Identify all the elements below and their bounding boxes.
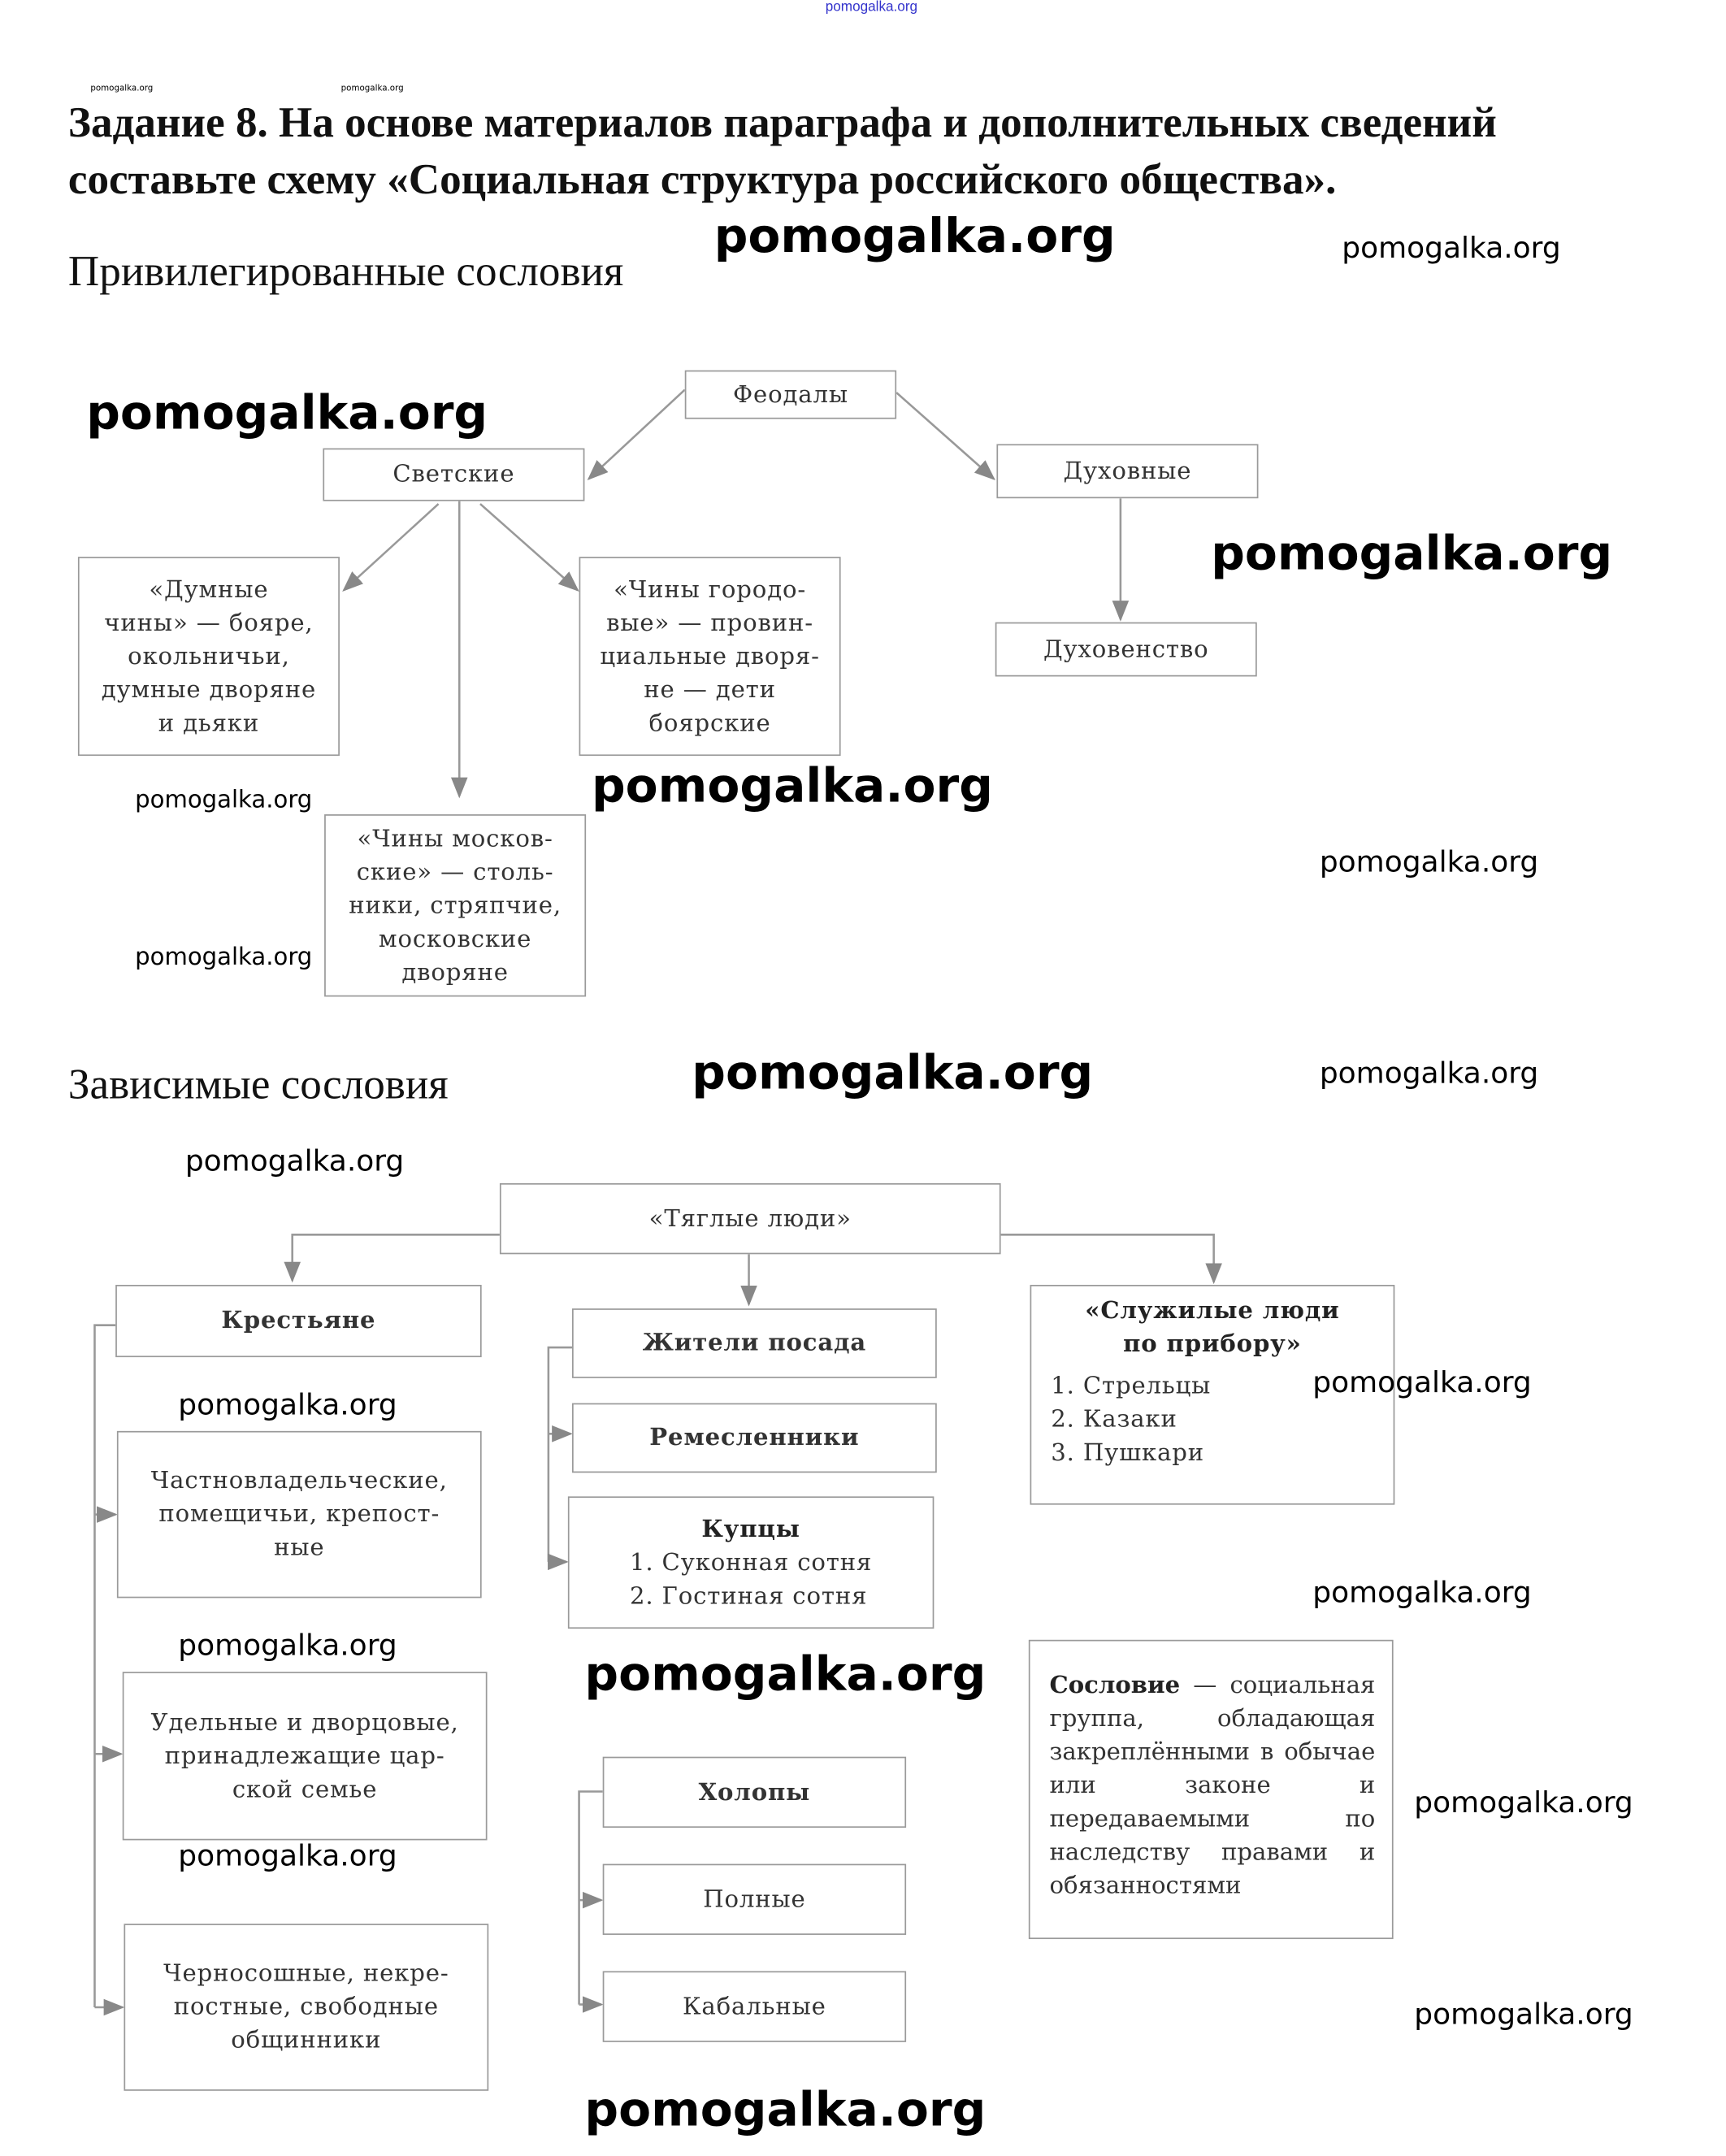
- watermark: pomogalka.org: [1312, 1365, 1532, 1399]
- task-line-2: составьте схему «Социальная структура ро…: [67, 154, 1337, 204]
- box-private-peasants: Частновладельческие, помещичьи, крепост-…: [116, 1430, 482, 1599]
- watermark: pomogalka.org: [135, 944, 313, 972]
- box-peasants: Крестьяне: [115, 1285, 482, 1358]
- watermark: pomogalka.org: [178, 1629, 397, 1663]
- watermark: pomogalka.org: [1342, 231, 1561, 265]
- box-definition: Сословие — социальная группа, обладающая…: [1028, 1639, 1394, 1940]
- merchants-list: 1. Суконная сотня 2. Гостиная сотня: [629, 1548, 873, 1610]
- watermark: pomogalka.org: [713, 208, 1116, 265]
- definition-text: — социальная группа, обладающая закреплё…: [1049, 1672, 1376, 1901]
- box-spiritual: Духовные: [996, 444, 1259, 499]
- watermark: pomogalka.org: [1312, 1576, 1532, 1610]
- box-black-peasants: Черносошные, некре- постные, свободные о…: [124, 1924, 489, 2091]
- watermark: pomogalka.org: [692, 1045, 1094, 1101]
- section-privileged: Привилегированные сословия: [67, 246, 624, 296]
- watermark: pomogalka.org: [591, 758, 993, 815]
- watermark: pomogalka.org: [1319, 1056, 1539, 1091]
- watermark: pomogalka.org: [340, 83, 404, 93]
- service-list: 1. Стрельцы 2. Казаки 3. Пушкари: [1051, 1372, 1212, 1468]
- watermark: pomogalka.org: [584, 2082, 987, 2139]
- box-merchants: Купцы 1. Суконная сотня 2. Гостиная сотн…: [567, 1496, 935, 1629]
- box-full-serfs: Полные: [602, 1863, 907, 1935]
- watermark: pomogalka.org: [584, 1646, 987, 1703]
- header-link[interactable]: pomogalka.org: [825, 0, 918, 15]
- watermark: pomogalka.org: [1414, 1785, 1633, 1820]
- watermark: pomogalka.org: [135, 786, 313, 815]
- section-dependent: Зависимые сословия: [67, 1059, 449, 1108]
- box-duma-ranks: «Думные чины» — бояре, окольничьи, думны…: [77, 557, 340, 757]
- watermark: pomogalka.org: [1211, 526, 1613, 582]
- box-secular: Светские: [323, 448, 585, 501]
- definition-term: Сословие: [1049, 1672, 1181, 1700]
- box-service-people: «Служилые люди по прибору» 1. Стрельцы 2…: [1030, 1285, 1395, 1505]
- box-moscow-ranks: «Чины москов- ские» — столь- ники, стряп…: [324, 814, 587, 997]
- watermark: pomogalka.org: [178, 1387, 397, 1421]
- watermark: pomogalka.org: [1319, 844, 1539, 878]
- watermark: pomogalka.org: [178, 1838, 397, 1872]
- watermark: pomogalka.org: [184, 1144, 405, 1178]
- task-line-1: Задание 8. На основе материалов параграф…: [67, 97, 1497, 146]
- box-appanage-peasants: Удельные и дворцовые, принадлежащие цар-…: [122, 1672, 488, 1841]
- service-title: «Служилые люди по прибору»: [1085, 1297, 1340, 1359]
- box-serfs: Холопы: [602, 1756, 907, 1828]
- watermark: pomogalka.org: [1414, 1998, 1633, 2032]
- watermark: pomogalka.org: [90, 83, 154, 93]
- box-clergy: Духовенство: [995, 622, 1257, 677]
- merchants-title: Купцы: [701, 1515, 800, 1543]
- box-feudals: Феодалы: [684, 370, 897, 419]
- box-posad: Жители посада: [572, 1308, 937, 1378]
- box-craftsmen: Ремесленники: [572, 1403, 937, 1473]
- box-bonded-serfs: Кабальные: [602, 1971, 907, 2042]
- box-taxpayers: «Тяглые люди»: [499, 1182, 1001, 1255]
- box-city-ranks: «Чины городо- вые» — провин- циальные дв…: [579, 557, 841, 757]
- watermark: pomogalka.org: [86, 385, 488, 441]
